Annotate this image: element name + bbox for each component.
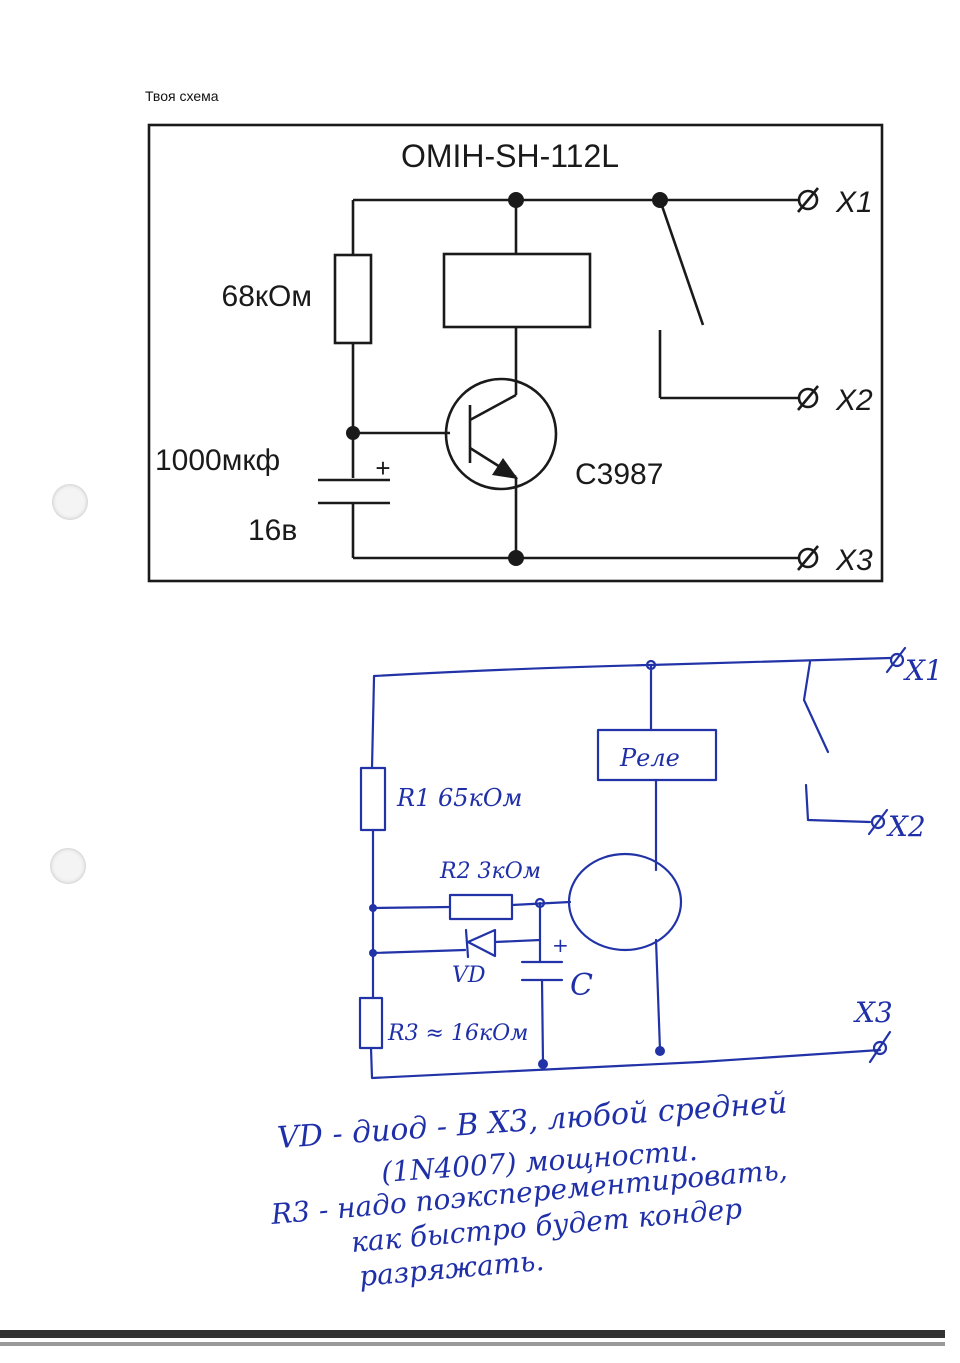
ink-r3-label: R3 ≈ 16кОм (387, 1021, 528, 1046)
ink-resistor-r2 (448, 893, 514, 921)
ink-wire-bottom (369, 1046, 882, 1080)
terminal-x1: X1 (797, 186, 873, 219)
scan-edge (0, 1330, 945, 1338)
ink-diode-vd (466, 928, 497, 958)
capacitor-value-label: 1000мкф (155, 444, 280, 477)
printed-title: OMIH-SH-112L (401, 138, 619, 174)
ink-terminal-x2: X2 (867, 808, 926, 843)
ink-cap-plus: + (552, 933, 569, 957)
ink-transistor (567, 852, 683, 952)
ink-resistor-r1 (359, 766, 387, 832)
transistor-label: C3987 (575, 458, 663, 491)
ink-x3-label: X3 (853, 996, 893, 1029)
resistor-68k (333, 253, 373, 345)
ink-terminal-x1: X1 (885, 646, 943, 687)
ink-x1-label: X1 (903, 654, 943, 687)
ink-relay-contact (802, 660, 830, 754)
ink-wire-x2 (804, 783, 872, 824)
transistor-c3987 (444, 377, 558, 491)
ink-resistor-r3 (358, 996, 384, 1050)
transistor-collector (469, 393, 517, 422)
ink-terminal-x3: X3 (853, 996, 893, 1064)
handwritten-schematic: R1 65кОм R2 3кОм VD + C (358, 646, 943, 1080)
punch-hole (52, 484, 88, 520)
punch-hole (50, 848, 86, 884)
junction-dot (346, 426, 360, 440)
page-caption: Твоя схема (145, 88, 219, 104)
terminal-x1-label: X1 (835, 186, 873, 219)
ink-r2-label: R2 3кОм (439, 859, 541, 884)
relay-coil (442, 252, 592, 329)
schematic-frame (147, 123, 884, 583)
resistor-label: 68кОм (222, 280, 312, 313)
ink-wire-top (372, 656, 892, 680)
scan-edge (0, 1342, 945, 1346)
terminal-x2-label: X2 (835, 384, 873, 417)
ink-diode-bar (464, 928, 470, 959)
ink-wire (540, 978, 545, 1065)
ink-vd-label: VD (452, 963, 486, 988)
terminal-x3: X3 (797, 544, 873, 577)
junction-dot (508, 550, 524, 566)
ink-junction (655, 1046, 665, 1056)
ink-relay-label: Реле (619, 744, 680, 772)
handwritten-notes: VD - диод - В X3, любой средней (1N4007)… (269, 1085, 789, 1293)
terminal-x3-label: X3 (835, 544, 873, 577)
capacitor-voltage-label: 16в (248, 514, 297, 547)
printed-schematic: OMIH-SH-112L 68кОм + 1000мкф 16в (147, 123, 884, 583)
emitter-arrow (492, 458, 518, 479)
ink-wire (371, 905, 452, 910)
terminal-x2: X2 (797, 384, 873, 417)
ink-x2-label: X2 (886, 810, 926, 843)
capacitor-plus: + (375, 453, 390, 483)
ink-c-label: C (570, 968, 593, 1003)
relay-contact (658, 199, 705, 326)
ink-wire (654, 938, 662, 1052)
ink-wire (371, 948, 467, 955)
ink-wire (370, 676, 376, 770)
ink-r1-label: R1 65кОм (396, 784, 522, 812)
junction-dot (508, 192, 524, 208)
ink-junction (538, 1059, 548, 1069)
ink-wire (493, 938, 542, 944)
